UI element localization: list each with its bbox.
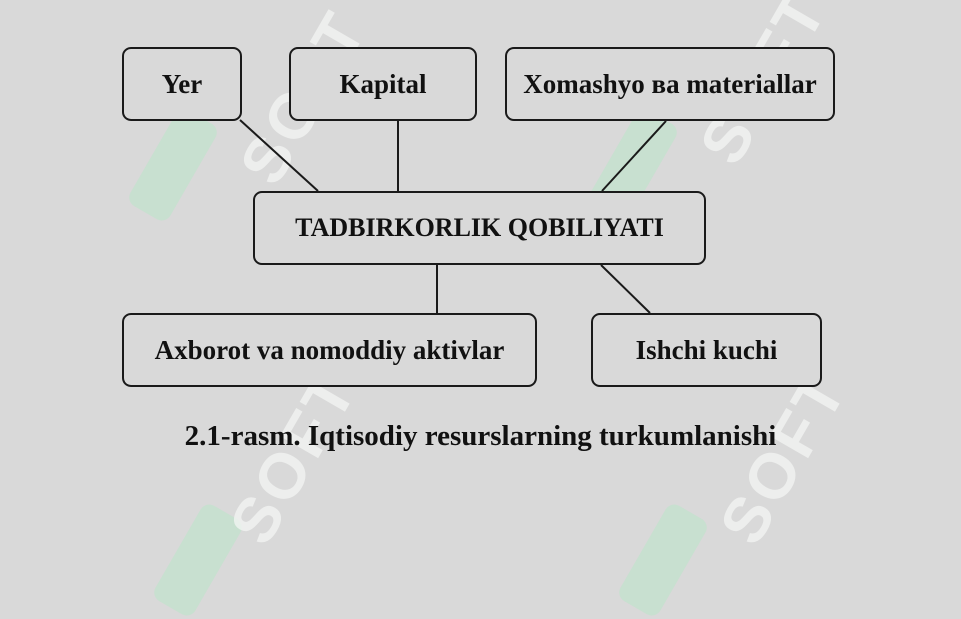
node-yer: Yer <box>122 47 242 121</box>
node-kapital: Kapital <box>289 47 477 121</box>
connector-yer <box>239 119 319 192</box>
node-center: TADBIRKORLIK QOBILIYATI <box>253 191 706 265</box>
node-ishchi: Ishchi kuchi <box>591 313 822 387</box>
node-axborot-label: Axborot va nomoddiy aktivlar <box>154 334 505 365</box>
node-center-label: TADBIRKORLIK QOBILIYATI <box>295 213 664 242</box>
node-yer-label: Yer <box>161 68 203 99</box>
node-ishchi-label: Ishchi kuchi <box>635 334 778 365</box>
node-axborot: Axborot va nomoddiy aktivlar <box>122 313 537 387</box>
connector-lines <box>239 119 667 314</box>
figure-caption: 2.1-rasm. Iqtisodiy resurslarning turkum… <box>184 420 777 452</box>
connector-ishchi <box>600 264 651 314</box>
connector-xomashyo <box>601 120 667 192</box>
node-kapital-label: Kapital <box>339 68 427 99</box>
node-xomashyo-label: Xomashyo ва materiallar <box>523 68 817 99</box>
node-xomashyo: Xomashyo ва materiallar <box>505 47 835 121</box>
diagram-canvas: SOFT SOFT SOFT SOFT Yer Kapital Xomashyo… <box>122 0 861 619</box>
